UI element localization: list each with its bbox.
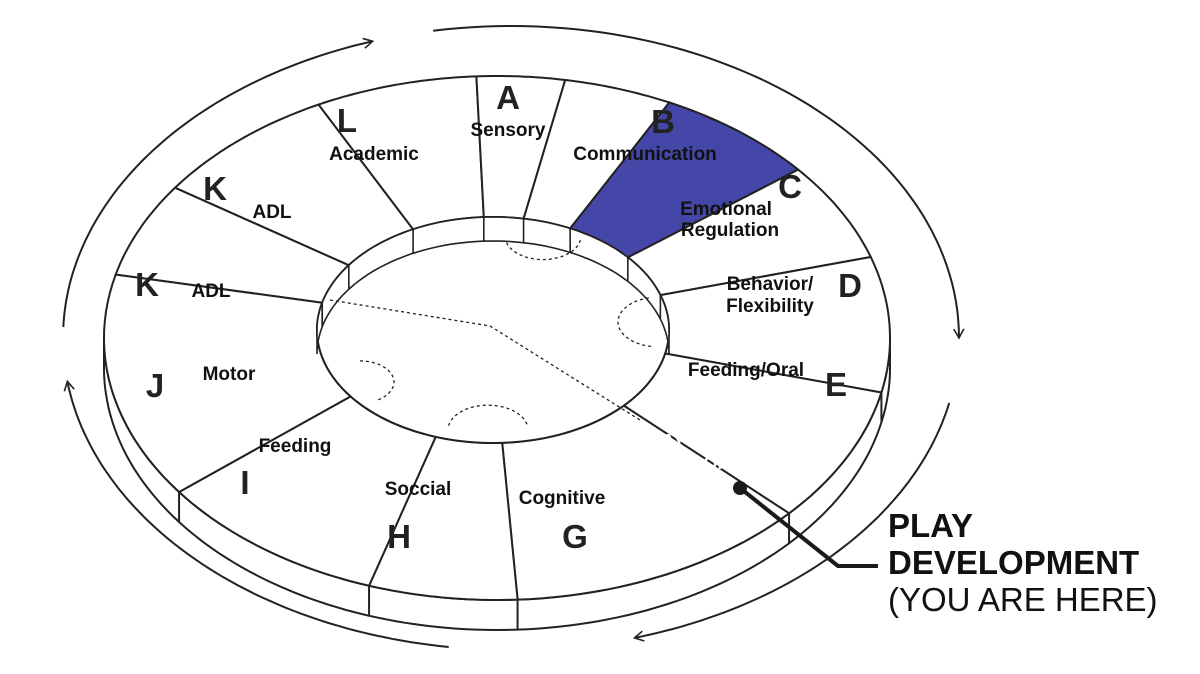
- cycle-arrows: [62, 24, 965, 648]
- segment-letter: J: [146, 367, 164, 404]
- segment-letter: B: [651, 103, 675, 140]
- segment-letter: A: [496, 79, 520, 116]
- segment-letter: H: [387, 518, 411, 555]
- segment-label: Feeding: [259, 436, 332, 457]
- segment-label: Regulation: [681, 220, 779, 241]
- segment-label: ADL: [252, 202, 291, 223]
- segment-letter: G: [562, 518, 588, 555]
- segment-letter: I: [240, 464, 249, 501]
- callout-line-1: PLAY: [888, 507, 973, 544]
- you-are-here-callout: PLAY DEVELOPMENT (YOU ARE HERE): [888, 507, 1158, 618]
- segment-letter: C: [778, 168, 802, 205]
- segment-label: ADL: [191, 281, 230, 302]
- segment-letter: D: [838, 267, 862, 304]
- segment-label: Communication: [573, 144, 717, 165]
- segment-label: Academic: [329, 144, 419, 165]
- segment-letter: E: [825, 366, 847, 403]
- segment-label: Sensory: [471, 120, 546, 141]
- wheel-center-hole: [316, 216, 670, 444]
- segment-label: Behavior/: [727, 274, 814, 295]
- callout-leader-line: [738, 486, 878, 568]
- floor-path-line: [329, 299, 641, 421]
- segment-label: Motor: [203, 364, 256, 385]
- cycle-arrow-top-left: [62, 37, 375, 328]
- segment-letter: L: [337, 102, 357, 139]
- segment-label: DEVELOPMENT: [643, 453, 780, 473]
- hole-inner-wall: [316, 216, 670, 355]
- segment-letter: K: [203, 170, 227, 207]
- segment-letter: K: [135, 266, 159, 303]
- segment-label: PLAY: [639, 431, 685, 451]
- cycle-arrow-bottom-right: [632, 402, 951, 642]
- floor-mark-right: [617, 296, 652, 348]
- callout-line-3: (YOU ARE HERE): [888, 581, 1158, 618]
- floor-mark-bottom: [447, 404, 529, 426]
- cycle-arrow-top-right: [433, 24, 965, 340]
- callout-line-2: DEVELOPMENT: [888, 544, 1139, 581]
- segment-label: Soccial: [385, 479, 452, 500]
- callout-pointer: [733, 481, 878, 568]
- floor-mark-top: [504, 239, 582, 261]
- floor-mark-left: [359, 360, 395, 401]
- segment-label: Emotional: [680, 199, 772, 220]
- segment-label: Feeding/Oral: [688, 360, 804, 381]
- segment-label: Cognitive: [519, 488, 606, 509]
- segment-label: Flexibility: [726, 296, 814, 317]
- cycle-arrow-bottom-left: [63, 379, 449, 648]
